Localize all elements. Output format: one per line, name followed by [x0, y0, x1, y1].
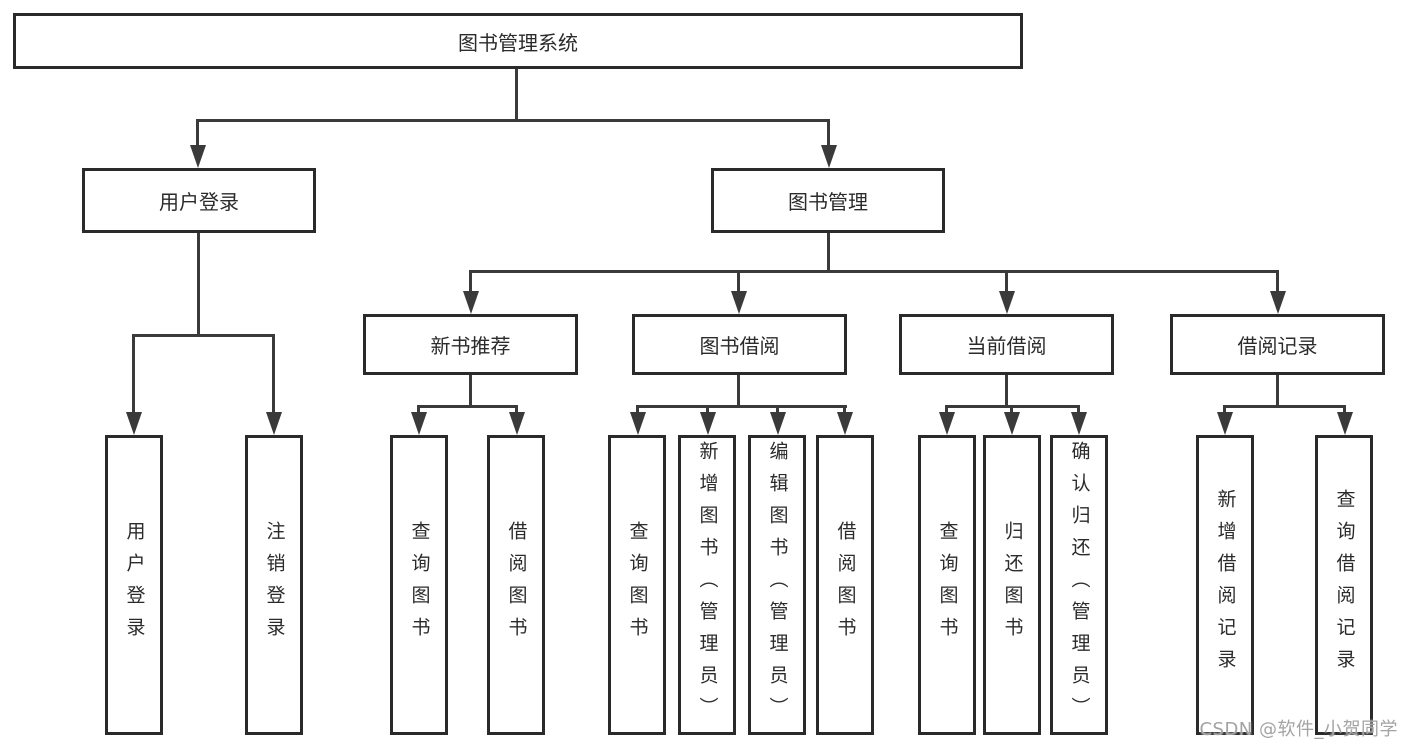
- leaf-logout: 注销登录: [245, 435, 303, 735]
- connector-line: [1010, 405, 1013, 414]
- node-borrowing-records: 借阅记录: [1170, 314, 1385, 375]
- connector-line: [737, 270, 740, 291]
- arrowhead-down-icon: [1217, 412, 1233, 435]
- node-label: 注销登录: [263, 521, 286, 649]
- leaf-query-books-borrow: 查询图书: [608, 435, 666, 735]
- connector-line: [827, 119, 830, 148]
- connector-line: [196, 119, 199, 148]
- node-label: 图书管理系统: [458, 30, 578, 55]
- connector-line: [1223, 405, 1226, 414]
- connector-line: [469, 270, 472, 291]
- arrowhead-down-icon: [837, 412, 853, 435]
- leaf-add-borrow-record: 新增借阅记录: [1196, 435, 1254, 735]
- arrowhead-down-icon: [190, 145, 206, 168]
- node-label: 图书借阅: [699, 334, 780, 358]
- connector-line: [737, 375, 740, 408]
- arrowhead-down-icon: [630, 412, 646, 435]
- leaf-query-books-recommend: 查询图书: [390, 435, 448, 735]
- node-book-borrowing: 图书借阅: [632, 314, 847, 375]
- watermark: CSDN @软件_小贺同学: [1199, 719, 1398, 740]
- leaf-query-books-current: 查询图书: [918, 435, 976, 735]
- arrowhead-down-icon: [126, 412, 142, 435]
- node-label: 查询借阅记录: [1333, 489, 1356, 681]
- node-label: 图书管理: [788, 190, 868, 214]
- leaf-query-borrow-record: 查询借阅记录: [1315, 435, 1373, 735]
- node-label: 编辑图书（管理员）: [766, 441, 789, 729]
- connector-line: [1343, 405, 1346, 414]
- node-label: 用户登录: [159, 190, 239, 214]
- arrowhead-down-icon: [1004, 412, 1020, 435]
- arrowhead-down-icon: [1071, 412, 1087, 435]
- connector-line: [843, 405, 846, 414]
- connector-line: [1276, 270, 1279, 291]
- leaf-user-login: 用户登录: [105, 435, 163, 735]
- connector-line: [706, 405, 709, 414]
- connector-line: [132, 334, 135, 412]
- connector-line: [1276, 375, 1279, 408]
- arrowhead-down-icon: [1337, 412, 1353, 435]
- arrowhead-down-icon: [700, 412, 716, 435]
- node-label: 用户登录: [123, 521, 146, 649]
- connector-line: [197, 233, 200, 337]
- connector-line: [469, 270, 1279, 273]
- node-label: 查询图书: [626, 521, 649, 649]
- connector-line: [469, 375, 472, 408]
- connector-line: [196, 119, 830, 122]
- node-book-management: 图书管理: [711, 168, 945, 233]
- node-user-login: 用户登录: [82, 168, 316, 233]
- leaf-edit-book-admin: 编辑图书（管理员）: [748, 435, 806, 735]
- node-label: 查询图书: [936, 521, 959, 649]
- arrowhead-down-icon: [1270, 291, 1286, 314]
- connector-line: [272, 334, 275, 412]
- connector-line: [636, 405, 847, 408]
- node-label: 当前借阅: [966, 334, 1047, 358]
- node-label: 新增图书（管理员）: [696, 441, 719, 729]
- arrowhead-down-icon: [999, 291, 1015, 314]
- connector-line: [515, 405, 518, 414]
- arrowhead-down-icon: [463, 291, 479, 314]
- node-label: 归还图书: [1001, 521, 1024, 649]
- leaf-confirm-return-admin: 确认归还（管理员）: [1050, 435, 1108, 735]
- node-label: 查询图书: [408, 521, 431, 649]
- arrowhead-down-icon: [411, 412, 427, 435]
- node-label: 借阅图书: [834, 521, 857, 649]
- connector-line: [636, 405, 639, 414]
- node-new-book-recommendation: 新书推荐: [363, 314, 578, 375]
- arrowhead-down-icon: [770, 412, 786, 435]
- connector-line: [1223, 405, 1345, 408]
- leaf-borrow-books-recommend: 借阅图书: [487, 435, 545, 735]
- node-label: 新书推荐: [430, 334, 511, 358]
- leaf-add-book-admin: 新增图书（管理员）: [678, 435, 736, 735]
- arrowhead-down-icon: [731, 291, 747, 314]
- arrowhead-down-icon: [266, 412, 282, 435]
- connector-line: [1077, 405, 1080, 414]
- connector-line: [776, 405, 779, 414]
- node-label: 新增借阅记录: [1214, 489, 1237, 681]
- connector-line: [1005, 270, 1008, 291]
- connector-line: [132, 334, 275, 337]
- connector-line: [1005, 375, 1008, 408]
- arrowhead-down-icon: [939, 412, 955, 435]
- arrowhead-down-icon: [821, 145, 837, 168]
- leaf-borrow-books: 借阅图书: [816, 435, 874, 735]
- node-current-borrowing: 当前借阅: [899, 314, 1114, 375]
- connector-line: [515, 69, 518, 122]
- connector-line: [827, 233, 830, 273]
- arrowhead-down-icon: [509, 412, 525, 435]
- node-label: 借阅记录: [1237, 334, 1318, 358]
- connector-line: [945, 405, 948, 414]
- leaf-return-book: 归还图书: [983, 435, 1041, 735]
- connector-line: [417, 405, 518, 408]
- node-library-management-system: 图书管理系统: [13, 13, 1023, 69]
- node-label: 确认归还（管理员）: [1068, 441, 1091, 729]
- connector-line: [417, 405, 420, 414]
- node-label: 借阅图书: [505, 521, 528, 649]
